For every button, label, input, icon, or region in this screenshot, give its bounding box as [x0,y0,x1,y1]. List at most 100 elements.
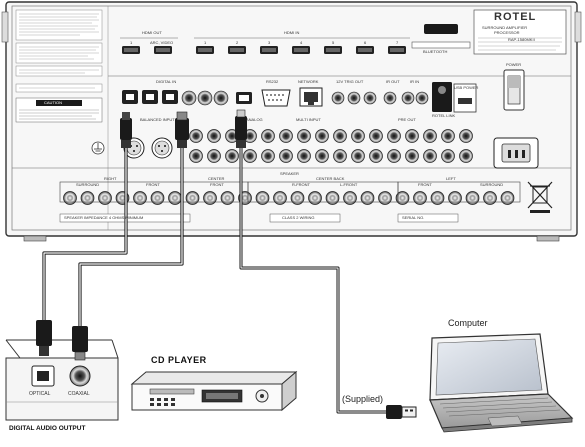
trigger-ir-ports [331,91,429,105]
speaker-sub-r-front: R-FRONT [292,182,310,187]
rca-jack [430,191,445,205]
speaker-zone-right: RIGHT [104,176,117,181]
speaker-sub-surround-l: SURROUND [480,182,504,187]
hdmi-out-ports [122,46,172,54]
rca-jack [189,149,203,163]
analog-label: ANALOG [246,117,263,122]
rotel-link-usb [432,82,477,113]
usb-power-label: USB POWER [454,85,479,90]
class2-wiring-text: CLASS 2 WIRING [282,215,315,220]
rca-jack [459,129,473,143]
ground-icon [91,141,105,155]
rca-jack [369,129,383,143]
rca-jack [441,129,455,143]
speaker-label: SPEAKER [280,171,299,176]
rca-jack [203,191,217,205]
caution-label: CAUTION [44,100,62,105]
rca-jack [325,191,340,205]
hdmi-out-item-2: ARC, VIDEO [150,40,174,45]
hdmi-in-label: HDMI IN [284,30,300,35]
rca-jack [351,129,365,143]
usb-plug-end [386,405,417,419]
rca-jack [273,191,287,205]
rca-jack [290,191,305,205]
rca-jack [315,149,329,163]
speaker-sub-l-front: L-FRONT [340,182,358,187]
rca-jack [405,129,419,143]
speaker-sub-front-c: FRONT [210,182,224,187]
bluetooth-label: BLUETOOTH [423,49,448,54]
rca-jack [387,129,401,143]
speaker-zone-left: LEFT [446,176,456,181]
product-line2: PROCESSOR [494,30,520,35]
rotel-link-label: ROTEL LINK [432,113,456,118]
hdmi-in-item-2: 2 [236,40,239,45]
cd-player [130,370,298,412]
rca-jack [63,191,77,205]
speaker-sub-front-l: FRONT [418,182,432,187]
rca-jack [387,149,401,163]
power-switch [503,69,525,111]
cables [42,144,388,414]
rca-jack [465,191,480,205]
hdmi-section [120,37,410,54]
digital-in-ports [122,90,229,106]
weee-bin-icon [527,181,553,213]
rca-jack [279,149,293,163]
balanced-input-label: BALANCED INPUT [140,117,175,122]
rca-jack [500,191,515,205]
rca-jack [395,191,410,205]
bluetooth-block [411,24,471,49]
computer-label: Computer [448,318,488,328]
rca-jack [189,129,203,143]
speaker-sub-surround-r: SURROUND [76,182,100,187]
hdmi-in-item-4: 4 [300,40,303,45]
optical-label: OPTICAL [29,391,51,397]
rca-jack [279,129,293,143]
rca-jack [207,129,221,143]
trig-out-label: 12V TRIG OUT [336,79,364,84]
hdmi-out-label: HDMI OUT [142,30,162,35]
hdmi-out-item-1: 1 [130,40,133,45]
rca-jack [448,191,462,205]
rca-jack [308,191,322,205]
rca-jack [423,149,437,163]
rca-jack [441,149,455,163]
hdmi-in-ports [196,46,406,54]
rca-jack [98,191,112,205]
rca-jack [360,191,375,205]
rca-jack [150,191,165,205]
model-no: RAP-1580MKII [508,37,535,42]
receiver-back-panel [1,1,582,242]
speaker-zone-center: CENTER [208,176,225,181]
rca-jack [225,149,239,163]
rca-jack [378,191,392,205]
cd-player-label: CD PLAYER [151,355,207,365]
rca-jack [459,149,473,163]
brand-logo-text: ROTEL [494,11,537,23]
serial-no-label: SERIAL NO. [402,215,425,220]
speaker-impedance-text: SPEAKER IMPEDANCE 4 OHMS MINIMUM [64,215,144,220]
computer-laptop [429,333,574,433]
rca-jack [261,129,275,143]
hdmi-in-item-1: 1 [204,40,207,45]
control-ports [236,87,323,107]
hdmi-in-item-6: 6 [364,40,367,45]
speaker-zone-center-back: CENTER BACK [316,176,345,181]
power-label: POWER [506,62,522,67]
rca-jack [255,191,270,205]
usb-cable-supplied-label: (Supplied) [342,394,384,404]
rca-jack [343,191,357,205]
rca-jack [333,149,347,163]
digital-in-label: DIGITAL IN [156,79,177,84]
rca-jack [261,149,275,163]
rca-jack [168,191,182,205]
digital-audio-output-panel [5,320,119,421]
rca-jack [220,191,235,205]
hdmi-in-item-7: 7 [396,40,399,45]
caution-block [15,97,105,155]
rca-jack [133,191,147,205]
rca-jack [297,149,311,163]
rca-jack [423,129,437,143]
rca-jack [185,191,200,205]
